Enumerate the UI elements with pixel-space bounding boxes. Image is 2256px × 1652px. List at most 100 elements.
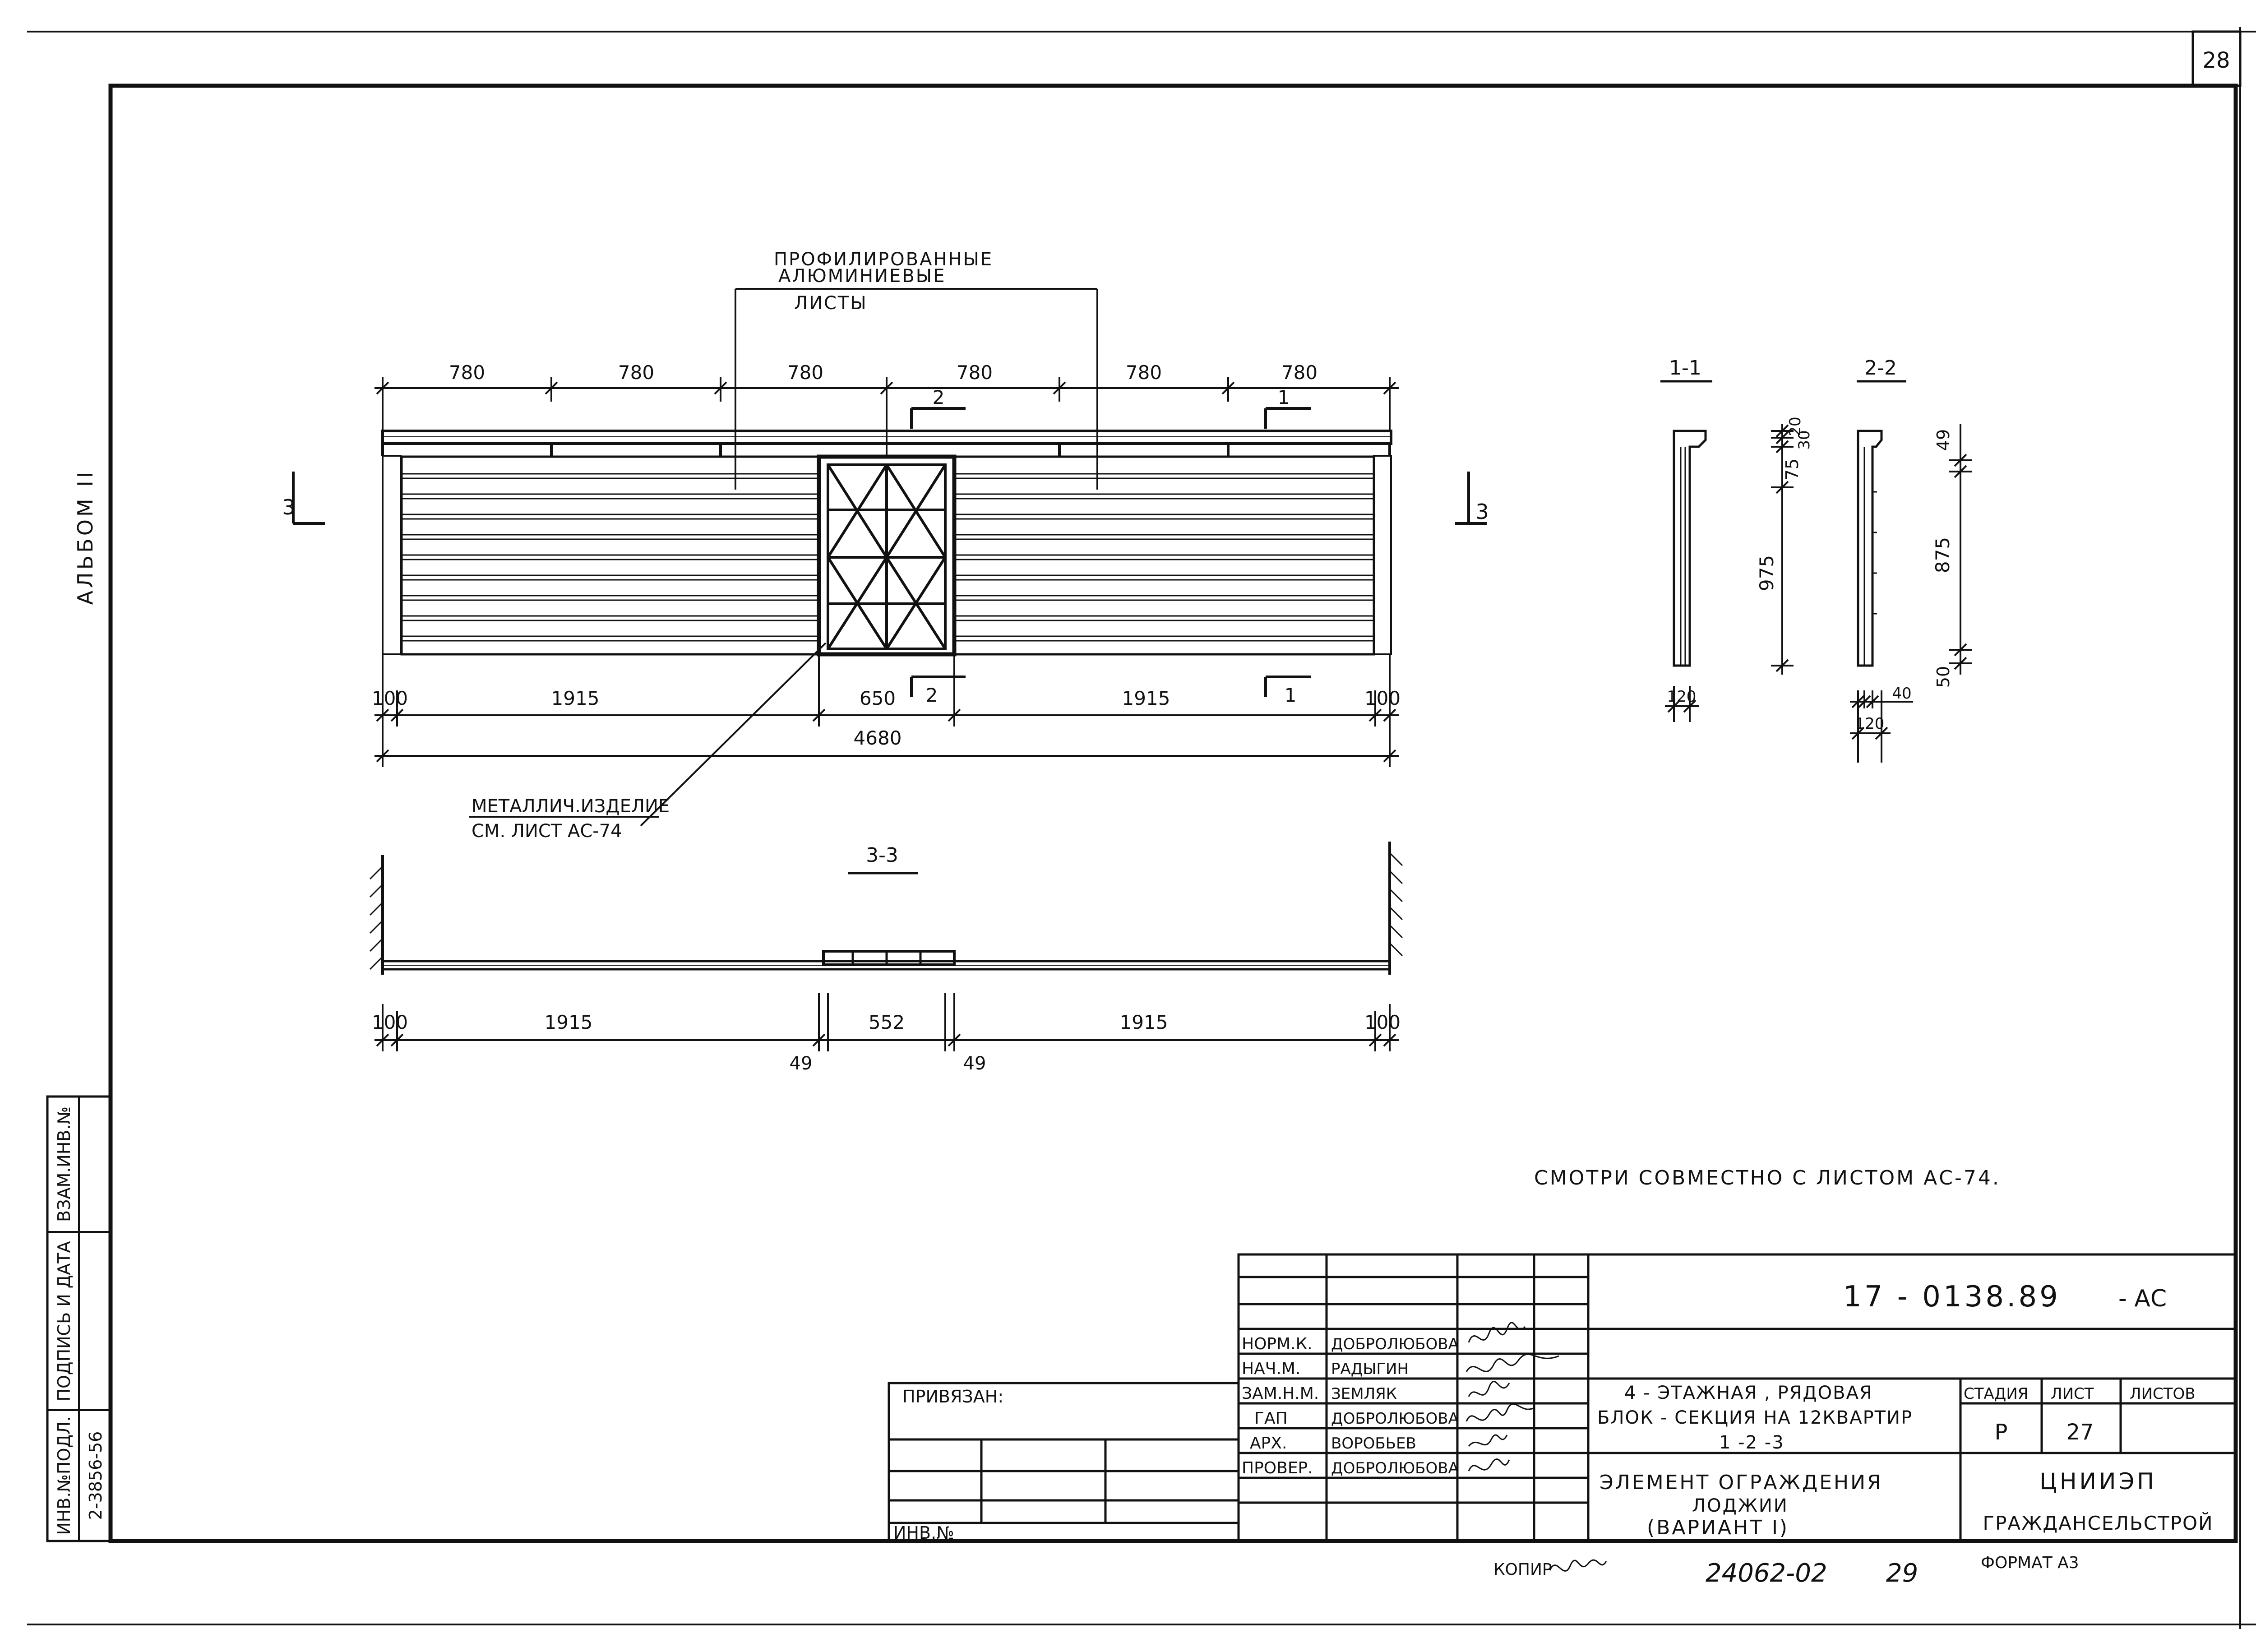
- cut-label-3-right: 3: [1475, 500, 1489, 524]
- document-code: 17 - 0138.89: [1843, 1280, 2061, 1314]
- sheet-label: ЛИСТ: [2051, 1385, 2094, 1403]
- sheet-value: 27: [2066, 1420, 2094, 1445]
- dim-top-5: 780: [1126, 361, 1162, 384]
- s22-dim-50: 50: [1933, 666, 1953, 688]
- sheet-title-line-3: (ВАРИАНТ I): [1647, 1516, 1789, 1539]
- organization-line-2: ГРАЖДАНСЕЛЬСТРОЙ: [1983, 1512, 2213, 1534]
- callout-metal-line-1: МЕТАЛЛИЧ.ИЗДЕЛИЕ: [472, 796, 670, 817]
- page-number: 28: [2202, 48, 2230, 73]
- project-line-2: БЛОК - СЕКЦИЯ НА 12КВАРТИР: [1597, 1407, 1913, 1428]
- staff-name-2: РАДЫГИН: [1331, 1360, 1409, 1378]
- s33-dim-edge-right: 100: [1364, 1011, 1401, 1033]
- dim-top-6: 780: [1281, 361, 1318, 384]
- section-3-3-title: 3-3: [866, 844, 898, 867]
- top-dimension-chain: 780 780 780 780 780 780: [374, 361, 1399, 457]
- title-block: ПРИВЯЗАН: ИНВ.№ НОРМ.К. ДОБРОЛЮБОВА НАЧ.…: [888, 1253, 2237, 1543]
- callout-metal-line-2: СМ. ЛИСТ АС-74: [472, 821, 622, 842]
- dim-top-4: 780: [957, 361, 993, 384]
- footer-page: 29: [1886, 1559, 1918, 1588]
- s33-dim-49-right: 49: [963, 1053, 986, 1074]
- organization-line-1: ЦНИИЭП: [2039, 1468, 2157, 1495]
- cut-label-1-top: 1: [1278, 386, 1290, 408]
- section-1-1-title: 1-1: [1669, 356, 1701, 379]
- staff-name-6: ДОБРОЛЮБОВА: [1331, 1459, 1459, 1477]
- dim-bottom-edge-right: 100: [1364, 687, 1401, 709]
- stage-value: Р: [1995, 1420, 2008, 1445]
- dim-top-1: 780: [449, 361, 485, 384]
- format-label: ФОРМАТ А3: [1981, 1554, 2079, 1572]
- s33-dim-right: 1915: [1120, 1011, 1168, 1033]
- footer: КОПИР 24062-02 29 ФОРМАТ А3: [1493, 1554, 2079, 1588]
- elevation-view: ПРОФИЛИРОВАННЫЕ АЛЮМИНИЕВЫЕ ЛИСТЫ МЕТАЛЛ…: [282, 249, 1489, 842]
- dim-top-3: 780: [787, 361, 823, 384]
- section-3-3: 3-3: [369, 842, 1403, 1074]
- dim-bottom-left: 1915: [551, 687, 600, 709]
- section-cut-markers: [292, 407, 1487, 697]
- s22-dim-49: 49: [1933, 429, 1953, 451]
- cut-label-2-top: 2: [933, 386, 945, 408]
- dim-bottom-edge-left: 100: [372, 687, 408, 709]
- stage-label: СТАДИЯ: [1964, 1385, 2028, 1403]
- side-podpis-label: ПОДПИСЬ И ДАТА: [54, 1241, 74, 1401]
- cut-label-2-bottom: 2: [926, 684, 938, 706]
- staff-role-2: НАЧ.М.: [1242, 1360, 1300, 1378]
- staff-name-4: ДОБРОЛЮБОВА: [1331, 1410, 1459, 1428]
- s11-dim-20: 20: [1786, 416, 1804, 436]
- callout-metal-item: МЕТАЛЛИЧ.ИЗДЕЛИЕ СМ. ЛИСТ АС-74: [469, 642, 827, 842]
- callout-line-1: ПРОФИЛИРОВАННЫЕ: [774, 249, 993, 270]
- s22-dim-875: 875: [1932, 537, 1954, 573]
- sheets-label: ЛИСТОВ: [2130, 1385, 2196, 1403]
- staff-role-4: ГАП: [1254, 1409, 1288, 1428]
- document-code-suffix: - АС: [2118, 1285, 2167, 1312]
- bottom-dimension-chain: 100 1915 650 1915 100 4680: [372, 654, 1401, 767]
- s22-dim-40: 40: [1892, 685, 1911, 703]
- s33-dim-left: 1915: [545, 1011, 593, 1033]
- staff-role-6: ПРОВЕР.: [1242, 1459, 1313, 1477]
- side-inv-podl-label: ИНВ.№ПОДЛ.: [54, 1416, 74, 1535]
- callout-profiled-sheets: ПРОФИЛИРОВАННЫЕ АЛЮМИНИЕВЫЕ ЛИСТЫ: [735, 249, 1098, 490]
- kopiya-label: КОПИР: [1493, 1560, 1552, 1579]
- staff-role-3: ЗАМ.Н.М.: [1242, 1384, 1319, 1403]
- cut-label-1-bottom: 1: [1285, 684, 1297, 706]
- metal-lattice-insert: [817, 454, 957, 657]
- section-1-1: 1-1 20 30 75 975 120: [1660, 356, 1813, 722]
- dim-total-width: 4680: [854, 727, 902, 749]
- staff-name-3: ЗЕМЛЯК: [1331, 1385, 1397, 1403]
- section-2-2: 2-2 49 875 50 40 120: [1850, 356, 1972, 763]
- side-vzam-inv-label: ВЗАМ.ИНВ.№: [54, 1106, 74, 1222]
- signatures: [1465, 1322, 1559, 1472]
- staff-role-5: АРХ.: [1250, 1434, 1287, 1453]
- s33-dim-49-left: 49: [790, 1053, 813, 1074]
- cut-label-3-left: 3: [282, 495, 295, 519]
- dim-bottom-center: 650: [860, 687, 896, 709]
- left-side-strip: АЛЬБОМ II ВЗАМ.ИНВ.№ ПОДПИСЬ И ДАТА ИНВ.…: [46, 469, 112, 1542]
- s22-dim-120: 120: [1855, 715, 1885, 733]
- s33-dim-edge-left: 100: [372, 1011, 408, 1033]
- s11-dim-975: 975: [1756, 555, 1778, 591]
- staff-role-1: НОРМ.К.: [1242, 1335, 1313, 1353]
- s11-dim-30: 30: [1795, 430, 1813, 449]
- see-also-note: СМОТРИ СОВМЕСТНО С ЛИСТОМ АС-74.: [1534, 1166, 2001, 1189]
- privyazan-label: ПРИВЯЗАН:: [902, 1387, 1003, 1407]
- staff-name-5: ВОРОБЬЕВ: [1331, 1435, 1416, 1453]
- side-inv-value: 2-3856-56: [86, 1431, 106, 1520]
- sheet-title-line-1: ЭЛЕМЕНТ ОГРАЖДЕНИЯ: [1600, 1471, 1883, 1494]
- callout-line-2: АЛЮМИНИЕВЫЕ: [778, 266, 946, 287]
- project-line-3: 1 -2 -3: [1719, 1432, 1784, 1453]
- sheet-border: 28: [27, 27, 2256, 1629]
- callout-line-3: ЛИСТЫ: [794, 293, 868, 314]
- s11-dim-75: 75: [1782, 458, 1802, 480]
- section-2-2-title: 2-2: [1864, 356, 1897, 379]
- dim-bottom-right: 1915: [1122, 687, 1170, 709]
- kopiya-signature: [1549, 1559, 1607, 1572]
- right-panel-profile-lines: [954, 473, 1374, 642]
- s33-dim-center: 552: [869, 1011, 905, 1033]
- project-line-1: 4 - ЭТАЖНАЯ , РЯДОВАЯ: [1624, 1383, 1873, 1403]
- s11-dim-120: 120: [1667, 688, 1697, 706]
- order-number: 24062-02: [1706, 1559, 1827, 1588]
- album-label: АЛЬБОМ II: [73, 469, 97, 605]
- dim-top-2: 780: [618, 361, 654, 384]
- left-panel-profile-lines: [402, 473, 819, 642]
- staff-name-1: ДОБРОЛЮБОВА: [1331, 1335, 1459, 1353]
